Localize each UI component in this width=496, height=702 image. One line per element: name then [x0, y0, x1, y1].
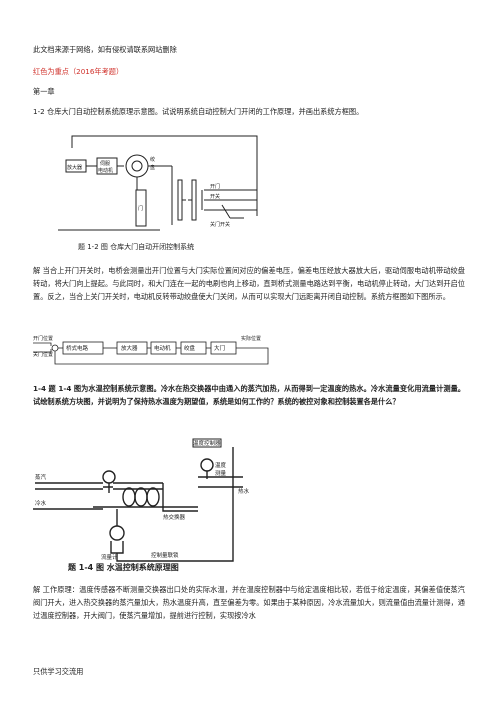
winch-label-2: 盘	[150, 164, 155, 171]
chapter-heading: 第一章	[33, 87, 55, 96]
block-input-open: 开门位置	[33, 335, 53, 342]
motor-label-1: 伺服	[100, 160, 110, 167]
block-motor: 电动机	[154, 344, 171, 352]
question-1-2-title: 1-2 仓库大门自动控制系统原理示意图。试说明系统自动控制大门开闭的工作原理，并…	[33, 107, 364, 116]
block-door: 大门	[214, 344, 225, 352]
highlight-note: 红色为重点（2016年考题）	[33, 67, 124, 76]
block-input-close: 关门位置	[33, 351, 53, 358]
figure-1-4-caption: 题 1-4 图 水温控制系统原理图	[68, 563, 179, 572]
warehouse-door-figure: 放大器 伺服 电动机 绞 盘 门 开门 开关 关门开关	[58, 135, 258, 231]
block-bridge: 桥式电路	[66, 344, 89, 352]
heat-exchanger-label: 热交换器	[163, 513, 186, 521]
steam-label: 蒸汽	[35, 473, 47, 481]
winch-circle	[125, 154, 149, 178]
question-1-4-answer: 解 工作原理：温度传感器不断测量交换器出口处的实际水温，并在温度控制器中与给定温…	[33, 585, 465, 620]
door-label: 门	[138, 205, 143, 212]
flow-meter-label: 流量计	[101, 553, 118, 561]
door-box	[135, 189, 147, 227]
open-switch-label-2: 开关	[210, 193, 220, 200]
temp-measure-label-2: 测量	[215, 469, 227, 477]
question-1-4-title: 1-4 题 1-4 图为水温控制系统示意图。冷水在热交换器中由通入的蒸汽加热，从…	[33, 384, 465, 406]
temp-measure-label-1: 温度	[215, 461, 227, 469]
potentiometer	[177, 179, 183, 221]
hot-water-label: 热水	[238, 487, 250, 495]
block-winch: 绞盘	[184, 344, 196, 352]
footer-note: 只供学习交流用	[33, 667, 84, 676]
cold-water-label: 冷水	[35, 499, 47, 507]
temp-controller-label: 温度控制器	[193, 439, 221, 447]
open-switch-label-1: 开门	[210, 183, 220, 190]
block-amplifier: 放大器	[121, 344, 138, 352]
amplifier-label: 放大器	[67, 164, 82, 171]
figure-1-2-caption: 题 1-2 图 仓库大门自动开闭控制系统	[78, 243, 195, 251]
water-temperature-figure: 温度控制器 温度 测量 蒸汽 热水 冷水 热交换器 流量计 控制量联锁	[33, 438, 250, 562]
block-output-label: 实际位置	[241, 335, 261, 342]
block-diagram: 开门位置 关门位置 实际位置 桥式电路 放大器 电动机 绞盘 大门	[33, 335, 269, 365]
close-switch-label: 关门开关	[210, 221, 230, 228]
motor-label-2: 电动机	[98, 167, 113, 174]
question-1-2-answer: 解 当合上开门开关时，电桥会测量出开门位置与大门实际位置间对应的偏差电压，偏差电…	[33, 266, 465, 301]
linkage-label: 控制量联锁	[151, 551, 179, 559]
winch-label-1: 绞	[150, 156, 155, 163]
header-note: 此文档来源于网络，如有侵权请联系网站删除	[33, 45, 177, 54]
